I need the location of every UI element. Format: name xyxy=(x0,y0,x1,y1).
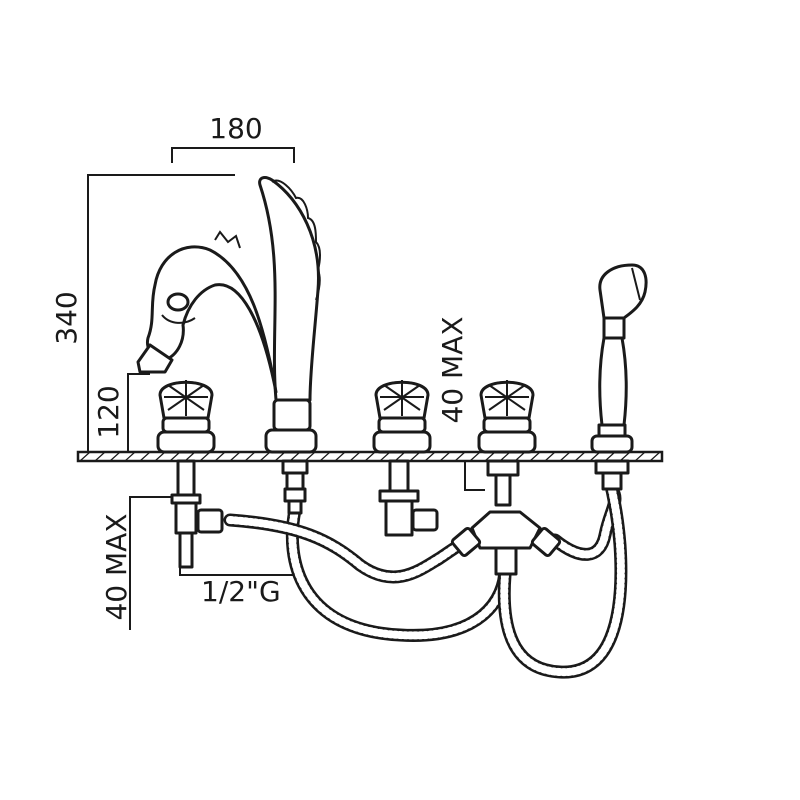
deck-plate xyxy=(76,450,664,463)
left-valve-shank xyxy=(170,459,224,569)
right-cross-handle xyxy=(477,380,537,454)
hand-shower xyxy=(590,263,648,454)
spout-clearance-dimension: 120 xyxy=(92,385,125,438)
middle-valve-shank xyxy=(378,459,439,537)
swan-spout xyxy=(136,176,321,454)
middle-cross-handle xyxy=(372,380,432,454)
diverter-shank xyxy=(450,459,562,576)
thread-dimension: 1/2"G xyxy=(201,575,281,608)
spout-shank xyxy=(281,459,309,515)
width-dimension: 180 xyxy=(209,112,262,145)
height-dimension: 340 xyxy=(50,291,83,344)
left-cross-handle xyxy=(156,380,216,454)
deck-max-bottom-dimension: 40 MAX xyxy=(100,513,133,620)
deck-max-top-dimension: 40 MAX xyxy=(436,316,469,423)
handshower-holder-shank xyxy=(594,459,630,491)
